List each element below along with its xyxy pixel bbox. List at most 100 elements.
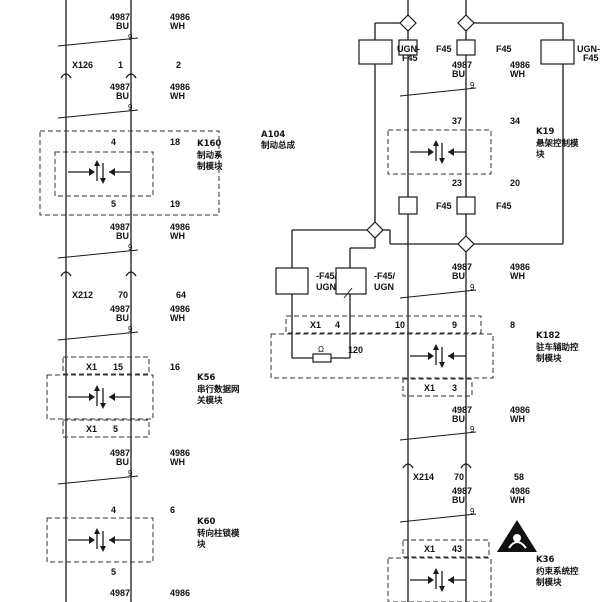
svg-text:UGN: UGN [316, 282, 336, 292]
svg-text:制模块: 制模块 [197, 161, 223, 172]
svg-text:BU: BU [116, 91, 129, 101]
svg-text:驻车辅助控: 驻车辅助控 [536, 342, 579, 353]
svg-text:WH: WH [510, 271, 525, 281]
svg-text:4986: 4986 [510, 60, 530, 70]
svg-text:4986: 4986 [170, 448, 190, 458]
svg-text:9: 9 [128, 243, 133, 252]
wire-label-2: 4987 BU 4986 WH 9 [57, 82, 190, 119]
svg-text:4986: 4986 [170, 588, 190, 598]
svg-text:3: 3 [452, 383, 457, 393]
svg-text:串行数据网: 串行数据网 [197, 384, 240, 395]
svg-text:UGN-: UGN- [577, 44, 600, 54]
svg-text:X214: X214 [413, 472, 434, 482]
wire-label-r1: 4987 BU 4986 WH 9 [399, 60, 530, 97]
svg-text:4986: 4986 [170, 304, 190, 314]
svg-text:4986: 4986 [510, 262, 530, 272]
svg-text:F45: F45 [402, 53, 418, 63]
svg-text:BU: BU [452, 69, 465, 79]
svg-text:1: 1 [118, 60, 123, 70]
svg-text:4987: 4987 [452, 486, 472, 496]
svg-text:4986: 4986 [170, 12, 190, 22]
svg-text:4986: 4986 [510, 405, 530, 415]
svg-text:9: 9 [452, 320, 457, 330]
svg-text:K36: K36 [536, 555, 555, 565]
svg-text:BU: BU [116, 231, 129, 241]
svg-text:K160: K160 [197, 139, 221, 149]
svg-text:9: 9 [128, 33, 133, 42]
svg-text:9: 9 [128, 325, 133, 334]
svg-text:4987: 4987 [110, 12, 130, 22]
svg-text:4987: 4987 [110, 588, 130, 598]
svg-text:F45: F45 [583, 53, 599, 63]
svg-text:58: 58 [514, 472, 524, 482]
svg-text:X1: X1 [86, 362, 97, 372]
module-k60: 4 6 5 K60 转向柱锁模 块 [46, 505, 240, 577]
svg-text:关模块: 关模块 [197, 395, 223, 406]
svg-text:制动总成: 制动总成 [261, 140, 296, 151]
svg-text:A104: A104 [261, 130, 285, 140]
connector-x212: X212 70 64 [60, 271, 186, 300]
svg-text:F45: F45 [496, 44, 512, 54]
svg-text:BU: BU [116, 457, 129, 467]
svg-text:-F45/: -F45/ [316, 271, 338, 281]
svg-text:4987: 4987 [452, 262, 472, 272]
arrows-module-icon [410, 568, 466, 592]
svg-text:-F45/: -F45/ [374, 271, 396, 281]
module-k182: X1 4 10 9 8 120 Ω X1 3 K182 驻车辅助控 制模块 [270, 315, 579, 397]
svg-text:9: 9 [128, 469, 133, 478]
svg-text:9: 9 [470, 283, 475, 292]
svg-text:2: 2 [176, 60, 181, 70]
module-k19: 37 34 23 20 K19 悬架控制模 块 [387, 116, 579, 188]
svg-text:X212: X212 [72, 290, 93, 300]
right-trunk-wires [374, 55, 564, 602]
svg-text:F45: F45 [496, 201, 512, 211]
svg-text:64: 64 [176, 290, 186, 300]
svg-text:BU: BU [452, 495, 465, 505]
svg-text:4986: 4986 [170, 222, 190, 232]
top-junctions [374, 0, 564, 40]
airbag-warning-icon [497, 520, 537, 552]
module-k36: X1 43 K36 约束系统控 制模块 [387, 539, 579, 602]
fuse-row-top: UGN- F45 F45 F45 UGN- F45 [358, 39, 600, 65]
module-k56: X1 15 16 X1 5 K56 串行数据网 关模块 [46, 356, 240, 438]
svg-text:10: 10 [395, 320, 405, 330]
arrows-module-icon [410, 344, 466, 368]
svg-text:9: 9 [470, 425, 475, 434]
svg-text:WH: WH [170, 313, 185, 323]
svg-text:4: 4 [111, 137, 116, 147]
svg-text:X1: X1 [424, 383, 435, 393]
arrows-module-icon [410, 140, 466, 164]
svg-text:4: 4 [111, 505, 116, 515]
connector-x214: X214 70 58 [402, 463, 524, 482]
svg-text:WH: WH [510, 495, 525, 505]
svg-text:WH: WH [510, 69, 525, 79]
svg-text:WH: WH [170, 21, 185, 31]
wire-label-5: 4987 BU 4986 WH 9 [57, 448, 190, 485]
wire-label-3: 4987 BU 4986 WH 9 [57, 222, 190, 259]
svg-text:4987: 4987 [452, 405, 472, 415]
svg-text:19: 19 [170, 199, 180, 209]
svg-text:WH: WH [510, 414, 525, 424]
svg-text:X1: X1 [424, 544, 435, 554]
svg-text:4987: 4987 [452, 60, 472, 70]
svg-text:制动系: 制动系 [197, 150, 223, 161]
svg-text:120: 120 [348, 345, 363, 355]
svg-text:9: 9 [128, 103, 133, 112]
svg-text:16: 16 [170, 362, 180, 372]
svg-text:转向柱锁模: 转向柱锁模 [197, 528, 240, 539]
wire-label-top: 4987 BU 4986 WH 9 [57, 12, 190, 47]
svg-text:WH: WH [170, 457, 185, 467]
svg-text:K19: K19 [536, 127, 555, 137]
svg-text:4986: 4986 [510, 486, 530, 496]
connector-x126: X126 1 2 [60, 60, 181, 79]
svg-text:BU: BU [116, 313, 129, 323]
svg-text:4987: 4987 [110, 82, 130, 92]
svg-text:5: 5 [113, 424, 118, 434]
svg-text:块: 块 [197, 539, 206, 550]
svg-text:X126: X126 [72, 60, 93, 70]
svg-text:X1: X1 [310, 320, 321, 330]
svg-text:F45: F45 [436, 201, 452, 211]
assembly-a104: A104 制动总成 [261, 130, 296, 151]
svg-text:X1: X1 [86, 424, 97, 434]
svg-text:WH: WH [170, 231, 185, 241]
